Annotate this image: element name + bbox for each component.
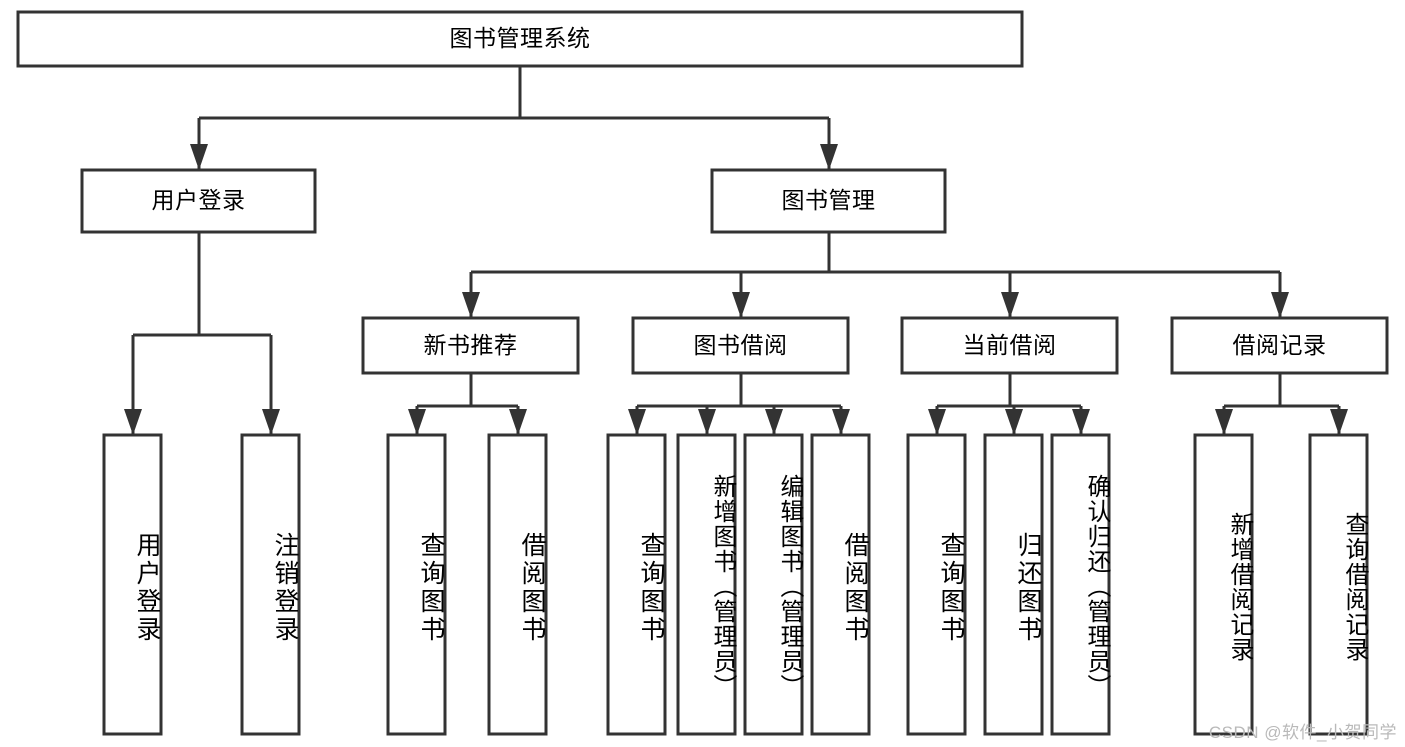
- node-box-leaf-return-book: [983, 433, 1044, 736]
- node-box-current: [900, 316, 1119, 375]
- node-box-leaf-borrow-book-1: [487, 433, 548, 736]
- arrow-head-current: [1001, 292, 1019, 318]
- arrow-head-records: [1271, 292, 1289, 318]
- node-box-bookmgmt: [710, 168, 947, 234]
- arrow-head-login: [190, 144, 208, 170]
- arrow-head-leaf-add-record: [1215, 409, 1233, 435]
- arrow-head-leaf-query-book-3: [928, 409, 946, 435]
- node-box-root: [16, 10, 1024, 68]
- arrow-head-leaf-borrow-book-2: [832, 409, 850, 435]
- node-box-login: [80, 168, 317, 234]
- arrow-head-leaf-query-record: [1330, 409, 1348, 435]
- node-box-leaf-confirm-return: [1050, 433, 1111, 736]
- node-box-leaf-query-record: [1308, 433, 1369, 736]
- arrow-head-newbook: [462, 292, 480, 318]
- arrow-head-leaf-query-book-1: [408, 409, 426, 435]
- node-box-leaf-query-book-3: [906, 433, 967, 736]
- arrow-head-leaf-add-book: [698, 409, 716, 435]
- arrow-head-leaf-borrow-book-1: [509, 409, 527, 435]
- arrow-head-leaf-user-login: [124, 409, 142, 435]
- arrow-head-leaf-confirm-return: [1072, 409, 1090, 435]
- node-box-leaf-add-record: [1193, 433, 1254, 736]
- nodes-layer: [16, 10, 1389, 736]
- node-box-leaf-query-book-2: [606, 433, 667, 736]
- connectors-layer: [124, 66, 1348, 435]
- watermark-text: CSDN @软件_小贺同学: [1208, 723, 1397, 742]
- arrow-head-leaf-return-book: [1005, 409, 1023, 435]
- arrow-head-leaf-logout: [262, 409, 280, 435]
- node-box-leaf-borrow-book-2: [810, 433, 871, 736]
- node-box-leaf-add-book: [676, 433, 737, 736]
- arrow-head-bookmgmt: [820, 144, 838, 170]
- node-box-newbook: [361, 316, 580, 375]
- node-box-leaf-logout: [240, 433, 301, 736]
- arrow-head-leaf-query-book-2: [628, 409, 646, 435]
- node-box-records: [1170, 316, 1389, 375]
- arrow-head-borrow: [732, 292, 750, 318]
- arrow-head-leaf-edit-book: [765, 409, 783, 435]
- node-box-leaf-query-book-1: [386, 433, 447, 736]
- node-box-leaf-edit-book: [743, 433, 804, 736]
- node-box-leaf-user-login: [102, 433, 163, 736]
- node-box-borrow: [631, 316, 850, 375]
